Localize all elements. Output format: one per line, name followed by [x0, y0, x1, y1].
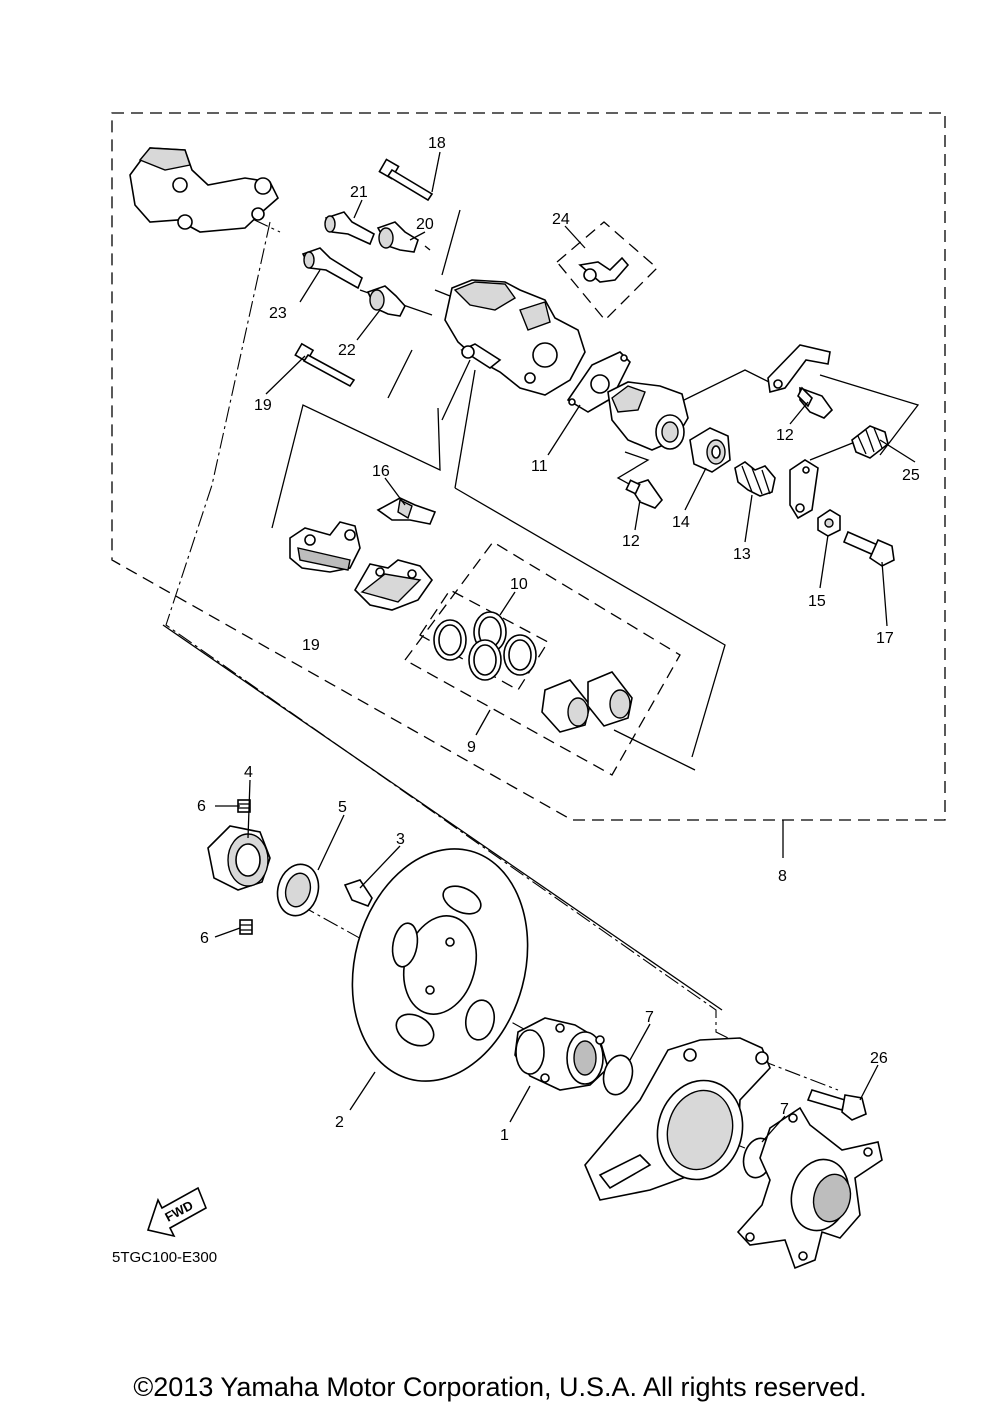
bolt-19-bottom [294, 342, 356, 388]
part-number-3: 3 [396, 831, 405, 848]
part-number-1: 1 [500, 1127, 509, 1144]
part-number-19: 18 [428, 135, 446, 152]
part-number-23: 23 [269, 305, 287, 322]
bolt-12-lower [625, 479, 664, 509]
bracket-12 [767, 344, 831, 394]
part-number-13: 13 [733, 546, 751, 563]
assembly-line-main [165, 221, 765, 1057]
bolt-19-top [378, 158, 434, 202]
brake-pad-18-a [289, 521, 361, 573]
washer-5 [276, 863, 320, 917]
part-number-21: 21 [350, 184, 368, 201]
part-number-24: 24 [552, 211, 570, 228]
nut-4 [207, 825, 271, 891]
part-number-10: 10 [510, 576, 528, 593]
bolt-3 [343, 879, 373, 908]
nut-15 [817, 509, 841, 537]
part-number-20: 20 [416, 216, 434, 233]
bolt-12-right [797, 386, 834, 419]
brake-disc-2 [351, 848, 529, 1082]
part-number-6: 6 [200, 930, 209, 947]
part-number-18: 19 [302, 637, 320, 654]
number-leaders [214, 151, 916, 1143]
part-number-14: 14 [672, 514, 690, 531]
part-number-5: 5 [338, 799, 347, 816]
brake-pad-18-b [354, 559, 434, 611]
parking-brake-housing [607, 381, 689, 451]
part-number-7: 7 [780, 1101, 789, 1118]
o-ring-7-a [602, 1054, 634, 1096]
bolt-16 [842, 530, 895, 567]
part-number-25: 25 [902, 467, 920, 484]
part-number-6: 6 [197, 798, 206, 815]
spring-13 [734, 461, 776, 497]
caliper-bracket [129, 147, 279, 233]
part-number-22: 22 [338, 342, 356, 359]
part-number-26: 26 [870, 1050, 888, 1067]
part-number-2: 2 [335, 1114, 344, 1131]
seal-kit-boundary [404, 541, 681, 776]
part-number-17: 16 [372, 463, 390, 480]
part-number-8: 8 [778, 868, 787, 885]
fwd-arrow-icon: FWD [146, 1186, 208, 1238]
part-number-12: 12 [622, 533, 640, 550]
part-number-19: 19 [254, 397, 272, 414]
set-screw-6-top [237, 799, 251, 813]
part-number-9: 9 [467, 739, 476, 756]
seals-10 [433, 611, 537, 681]
hub-1 [514, 1017, 609, 1091]
carrier-bracket [584, 1037, 771, 1201]
boot-20 [376, 221, 419, 253]
pin-23 [301, 247, 363, 290]
adjuster-14 [689, 427, 731, 473]
part-number-15: 15 [808, 593, 826, 610]
set-screw-6-bottom [239, 919, 253, 935]
assembly-line-bolt26 [759, 1059, 839, 1091]
part-number-4: 4 [244, 764, 253, 781]
pad-spring-17 [376, 497, 437, 525]
caliper-assembly-boundary [111, 112, 946, 821]
part-number-11: 11 [531, 458, 548, 475]
gasket-11 [566, 351, 631, 413]
part-number-7: 7 [645, 1009, 654, 1026]
boot-22 [366, 285, 406, 317]
copyright-notice: ©2013 Yamaha Motor Corporation, U.S.A. A… [133, 1372, 867, 1402]
lever-plate [789, 459, 819, 520]
pistons-9 [541, 671, 633, 733]
part-number-16: 17 [876, 630, 894, 647]
sprocket-hub [736, 1106, 883, 1270]
caliper-body [444, 279, 586, 396]
part-number-labels: 18 21 20 24 23 22 19 11 12 25 16 12 14 1… [197, 135, 920, 1144]
bleed-screw-boundary [556, 221, 658, 321]
drawing-code: 5TGC100-E300 [112, 1249, 217, 1266]
pin-21 [324, 211, 376, 246]
part-number-12: 12 [776, 427, 794, 444]
bolt-26 [806, 1089, 867, 1121]
spring-25 [851, 425, 889, 459]
bleed-screw-24 [578, 256, 630, 283]
